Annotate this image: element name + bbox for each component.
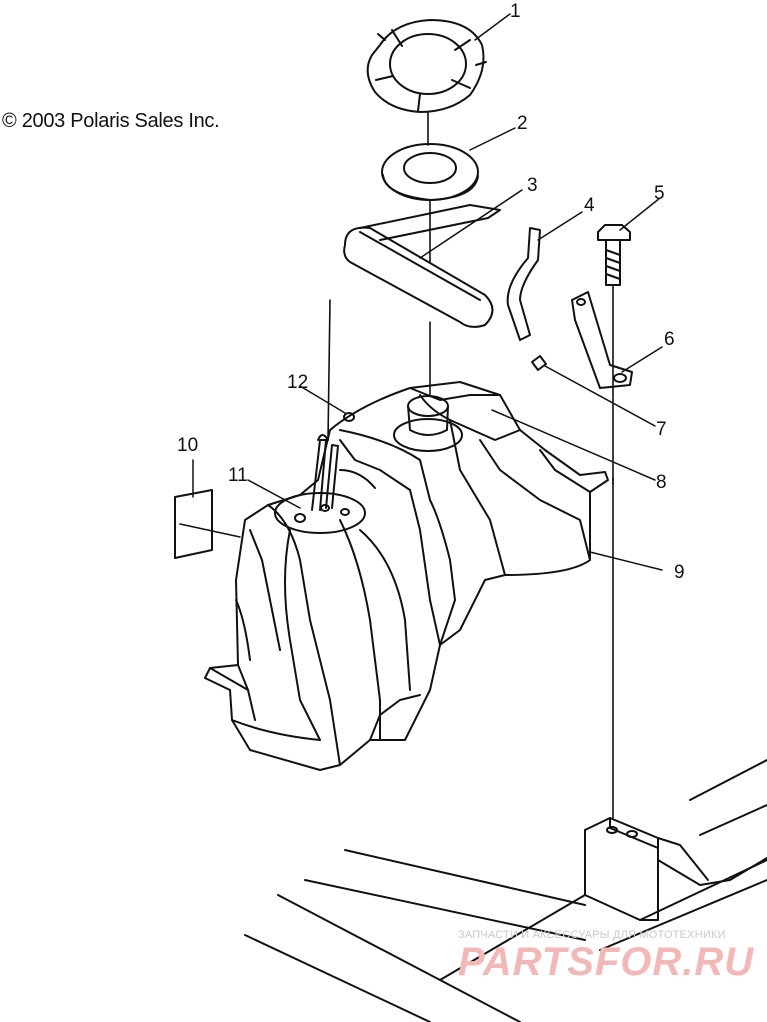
callout-5: 5 [654,183,665,204]
callout-4: 4 [584,195,595,216]
callout-1: 1 [510,1,521,22]
callout-11: 11 [228,465,248,486]
grommet [343,412,355,422]
callout-8: 8 [656,472,667,493]
callout-2: 2 [517,113,528,134]
mounting-bolt [597,224,631,286]
copyright-notice: © 2003 Polaris Sales Inc. [2,110,220,132]
vehicle-frame [244,759,767,1022]
callout-9: 9 [674,562,685,583]
tank-bracket [571,291,633,389]
hose-clip [531,355,547,371]
callout-10: 10 [177,435,199,456]
callout-7: 7 [656,419,667,440]
warning-decal [174,489,213,559]
vent-hose [506,227,541,341]
callout-12: 12 [287,372,309,393]
callout-6: 6 [664,329,675,350]
watermark-logo: PARTSFOR.RU [458,940,755,984]
fuel-tank [204,381,609,771]
fuel-pump-assembly [274,434,376,534]
foam-pad [343,204,501,328]
cap-gasket [381,143,479,201]
filler-neck [393,395,463,452]
assembly-lines [327,111,614,819]
watermark-caption: ЗАПЧАСТИ И АКСЕССУАРЫ ДЛЯ МОТОТЕХНИКИ [458,929,726,941]
leader-lines [179,13,663,571]
fuel-cap [366,19,487,113]
callout-3: 3 [527,175,538,196]
